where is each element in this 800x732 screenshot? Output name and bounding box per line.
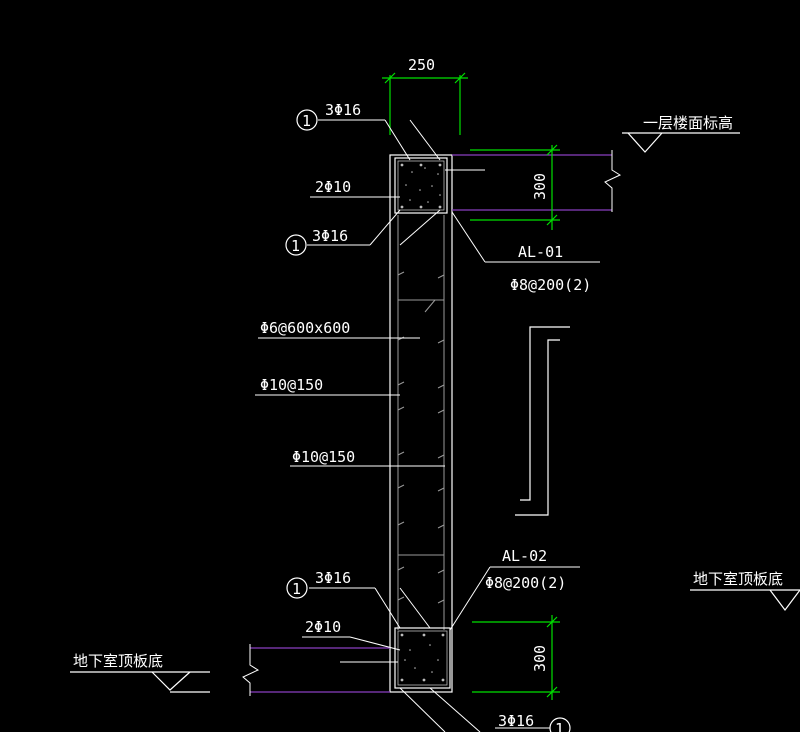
elevation-basement-left-label: 地下室顶板底 — [73, 652, 163, 670]
elevation-marker-first-floor — [622, 132, 740, 153]
callout-marker-4: 1 — [555, 720, 564, 732]
elevation-marker-basement-left — [70, 671, 210, 693]
floor-slabs — [250, 154, 612, 693]
dim-beam-height-bottom: 300 — [531, 645, 549, 672]
label-beam1-stirrup: Φ8@200(2) — [510, 276, 591, 294]
label-top-bottom-bars: 3Φ16 — [312, 227, 348, 245]
retaining-wall — [389, 154, 453, 693]
callout-marker-2: 1 — [291, 237, 300, 255]
callout-marker-3: 1 — [292, 580, 301, 598]
elevation-basement-right-label: 地下室顶板底 — [693, 570, 783, 588]
label-wall-vertical-bars: Φ10@150 — [292, 448, 355, 466]
leader-lines — [255, 119, 600, 732]
label-tie-bars: Φ6@600x600 — [260, 319, 350, 337]
label-bottom-waist: 2Φ10 — [305, 618, 341, 636]
wall-inner-rebar — [397, 215, 445, 630]
dim-wall-width: 250 — [408, 56, 435, 74]
label-top-longitudinal: 3Φ16 — [325, 101, 361, 119]
elevation-first-floor-label: 一层楼面标高 — [643, 114, 733, 132]
top-beam-al-01 — [394, 157, 448, 214]
callout-circles — [285, 109, 571, 732]
break-lines — [242, 150, 622, 696]
label-bottom-bottom-bars: 3Φ16 — [498, 712, 534, 730]
elevation-marker-basement-right — [690, 589, 800, 611]
dim-beam-height-top: 300 — [531, 173, 549, 200]
dimension-lines — [382, 72, 560, 700]
label-top-waist: 2Φ10 — [315, 178, 351, 196]
label-beam2-name: AL-02 — [502, 547, 547, 565]
bottom-beam-al-02 — [394, 627, 451, 689]
callout-marker-1: 1 — [302, 112, 311, 130]
label-bottom-top-bars: 3Φ16 — [315, 569, 351, 587]
label-beam2-stirrup: Φ8@200(2) — [485, 574, 566, 592]
section-cut-symbol — [515, 326, 570, 516]
label-wall-horizontal-bars: Φ10@150 — [260, 376, 323, 394]
label-beam1-name: AL-01 — [518, 243, 563, 261]
